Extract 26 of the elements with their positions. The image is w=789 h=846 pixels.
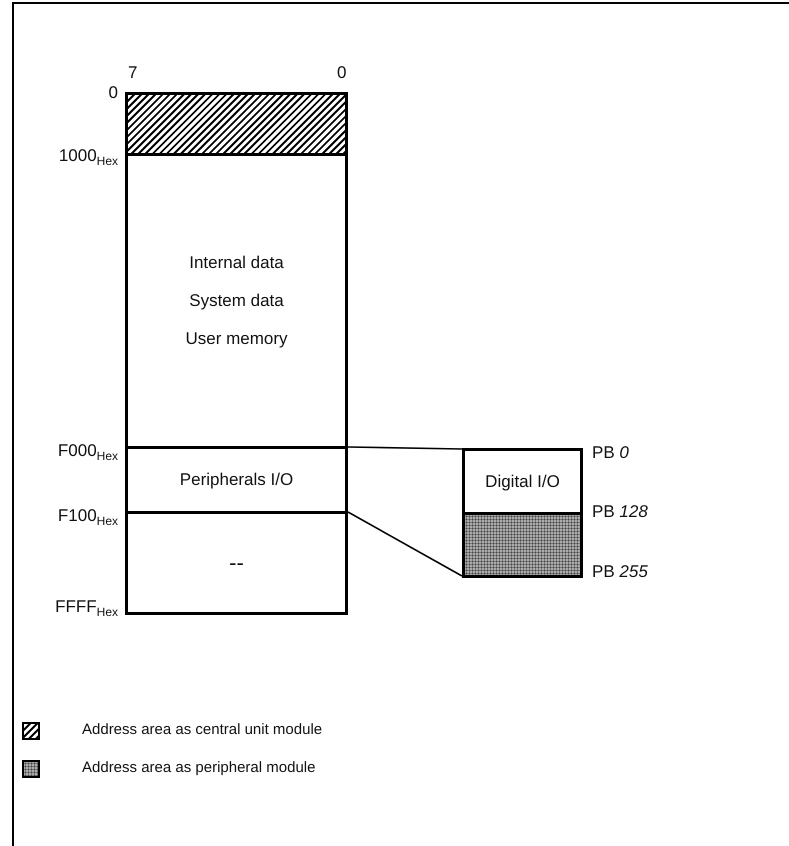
bit-number: 0 xyxy=(337,63,346,83)
address-label: FFFF$_{Hex}$ xyxy=(55,597,118,619)
bit-number: 7 xyxy=(128,63,138,83)
address-label: 0 xyxy=(108,83,118,103)
shaded-module-box xyxy=(462,512,583,578)
memory-segment xyxy=(125,511,348,615)
legend-text: Address area as central unit module xyxy=(82,721,322,738)
byte-address-label: PB 0 xyxy=(592,443,629,463)
byte-address-label: PB 128 xyxy=(592,502,648,522)
byte-address-label: PB 255 xyxy=(592,562,648,582)
memory-area-text: Internal data xyxy=(189,253,284,273)
memory-area-text: User memory xyxy=(185,329,288,349)
segment-label: -- xyxy=(229,553,244,573)
legend-text: Address area as peripheral module xyxy=(82,759,316,776)
hatched-memory-segment xyxy=(125,92,348,156)
zoom-line xyxy=(348,446,462,450)
module-label: Digital I/O xyxy=(485,472,560,492)
memory-segment xyxy=(125,153,348,449)
segment-label: Peripherals I/O xyxy=(180,470,294,490)
memory-segment xyxy=(125,446,348,514)
address-label: 1000$_{Hex}$ xyxy=(58,146,118,168)
module-box xyxy=(462,448,583,515)
address-label: F100$_{Hex}$ xyxy=(58,506,118,528)
memory-area-text: System data xyxy=(189,291,284,311)
zoom-line xyxy=(348,511,462,577)
address-label: F000$_{Hex}$ xyxy=(58,441,118,463)
